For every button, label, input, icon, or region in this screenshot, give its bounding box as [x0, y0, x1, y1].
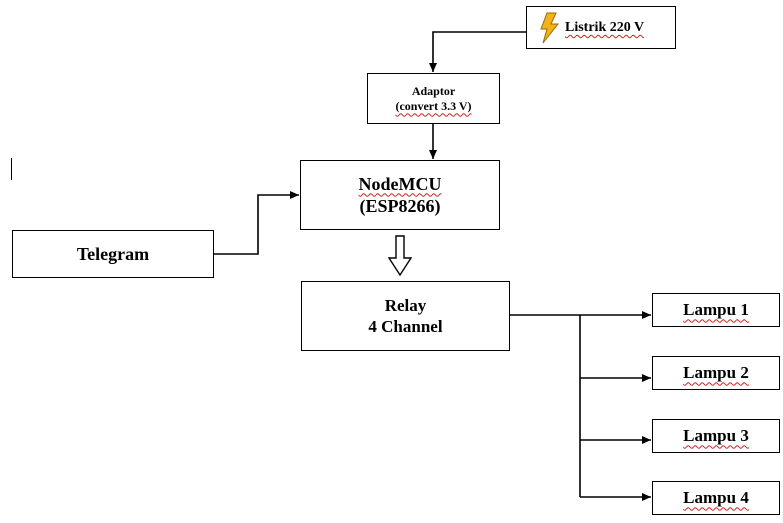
lamp-3-label: Lampu 3: [683, 426, 749, 446]
telegram-box: Telegram: [12, 230, 214, 278]
adaptor-box: Adaptor (convert 3.3 V): [367, 73, 500, 124]
lamp-3-box: Lampu 3: [652, 419, 780, 453]
telegram-to-nodemcu-arrow: [214, 191, 299, 255]
adaptor-title: Adaptor: [411, 83, 456, 98]
telegram-label: Telegram: [76, 243, 150, 264]
nodemcu-title: NodeMCU: [358, 173, 442, 194]
nodemcu-to-relay-hollow-arrow: [387, 235, 413, 277]
lamp-1-box: Lampu 1: [652, 293, 780, 327]
text-cursor: [11, 158, 12, 180]
lamp-2-label: Lampu 2: [683, 363, 749, 383]
lamp-4-box: Lampu 4: [652, 481, 780, 515]
relay-box: Relay 4 Channel: [301, 281, 510, 351]
nodemcu-box: NodeMCU (ESP8266): [300, 160, 500, 230]
nodemcu-subtitle: (ESP8266): [359, 196, 441, 216]
power-source-label: Listrik 220 V: [565, 19, 645, 35]
power-to-adaptor-arrow: [429, 31, 526, 72]
lamp-1-label: Lampu 1: [683, 300, 749, 320]
power-source-box: Listrik 220 V: [526, 6, 676, 49]
lamp-2-box: Lampu 2: [652, 356, 780, 390]
relay-title: Relay: [384, 295, 427, 315]
adaptor-subtitle: (convert 3.3 V): [395, 98, 472, 113]
lamp-4-label: Lampu 4: [683, 488, 749, 508]
lightning-icon: [540, 12, 560, 43]
relay-subtitle: 4 Channel: [368, 317, 443, 336]
